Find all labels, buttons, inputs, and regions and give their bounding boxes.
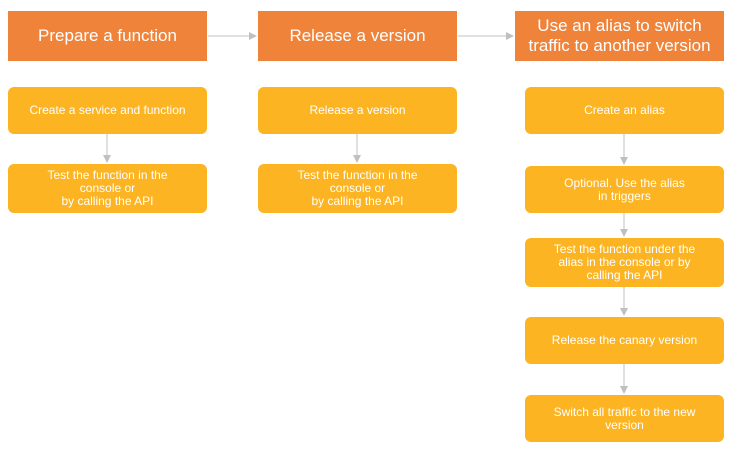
header-prepare-function: Prepare a function — [8, 11, 207, 61]
step-test-version-in-console: Test the function in the console or by c… — [258, 164, 457, 213]
step-test-function-under-alias: Test the function under the alias in the… — [525, 238, 724, 287]
step-release-canary-version: Release the canary version — [525, 317, 724, 364]
step-release-version: Release a version — [258, 87, 457, 134]
step-optional-use-alias-in-triggers: Optional. Use the alias in triggers — [525, 166, 724, 213]
step-test-function-in-console: Test the function in the console or by c… — [8, 164, 207, 213]
step-create-alias: Create an alias — [525, 87, 724, 134]
header-use-alias-switch-traffic: Use an alias to switch traffic to anothe… — [515, 11, 724, 61]
step-switch-all-traffic: Switch all traffic to the new version — [525, 395, 724, 442]
header-release-version: Release a version — [258, 11, 457, 61]
step-create-service-and-function: Create a service and function — [8, 87, 207, 134]
